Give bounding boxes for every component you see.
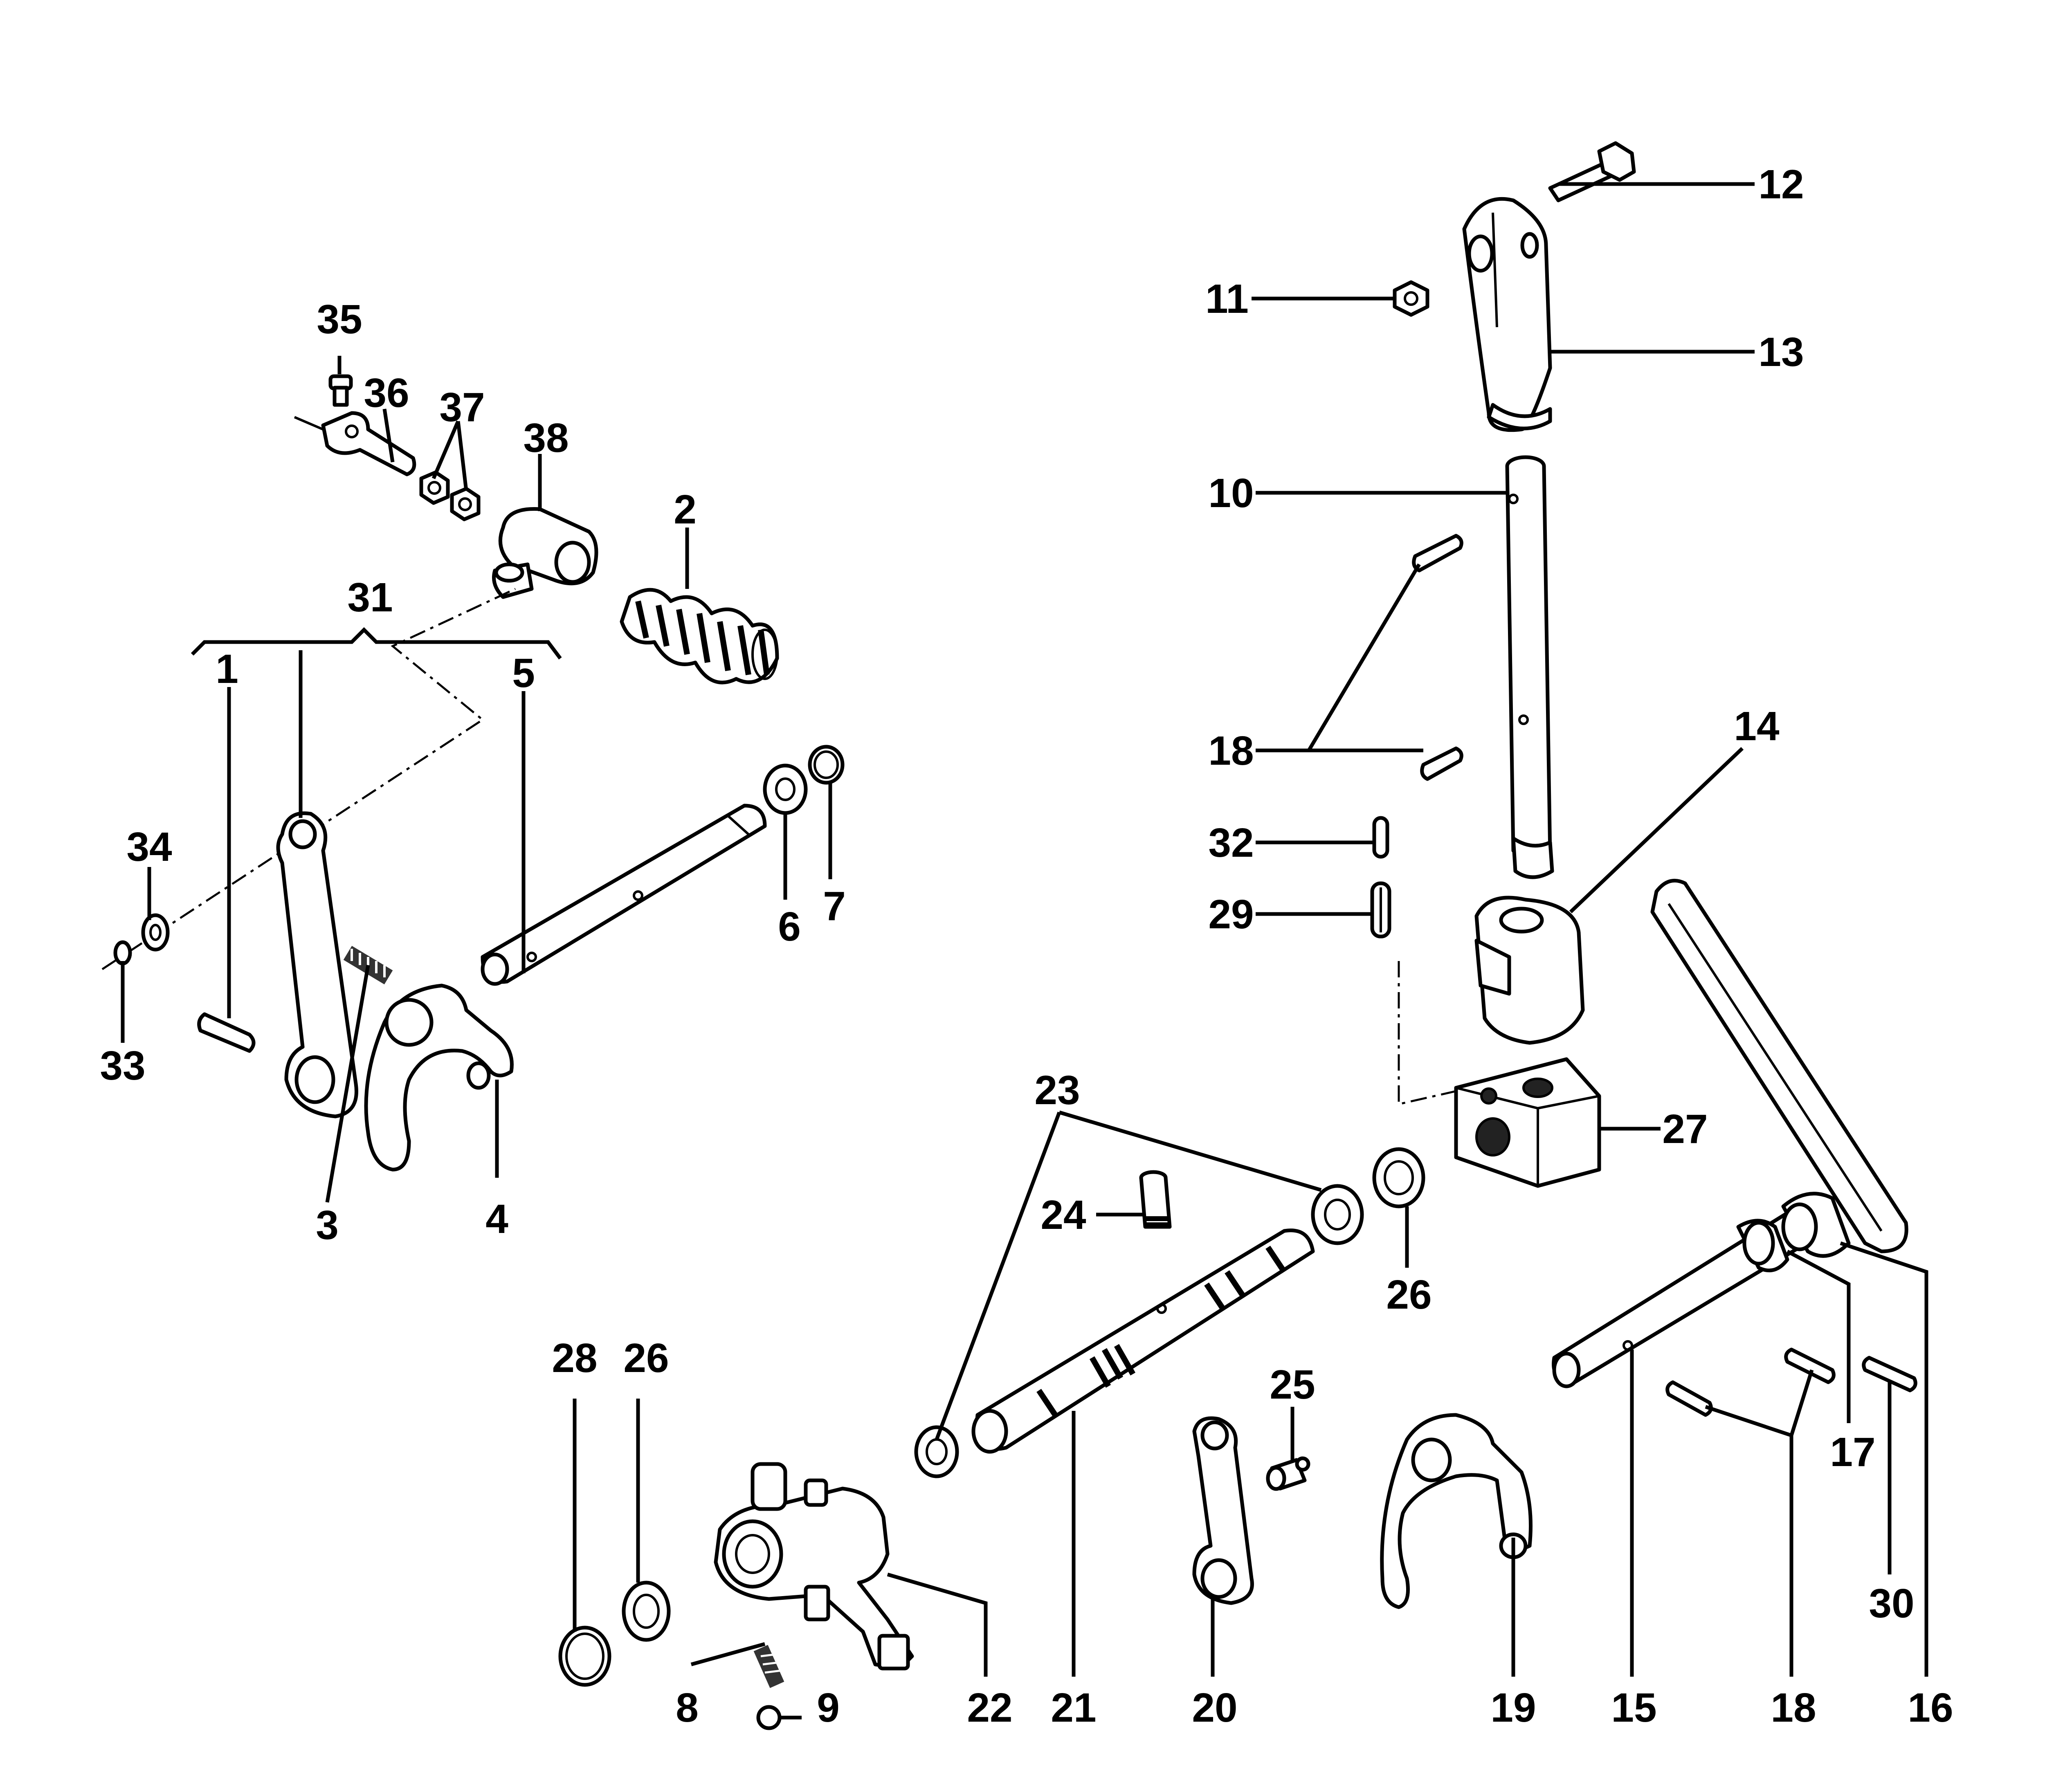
label-12: 12 (1758, 162, 1804, 207)
part-5-shaft (481, 804, 767, 986)
part-18-pin-lower (1420, 746, 1463, 781)
label-11: 11 (1205, 276, 1249, 322)
label-20: 20 (1192, 1685, 1237, 1731)
label-17: 17 (1830, 1429, 1875, 1475)
part-6-washer (763, 764, 808, 815)
label-32: 32 (1208, 820, 1254, 866)
part-13-clevis (1462, 197, 1552, 432)
label-34: 34 (126, 824, 172, 870)
part-2-spring (620, 588, 779, 685)
label-33: 33 (100, 1043, 145, 1089)
part-32-pin (1372, 816, 1389, 859)
label-29: 29 (1208, 892, 1254, 937)
part-11-nut (1393, 280, 1429, 317)
label-25: 25 (1270, 1362, 1315, 1408)
label-38: 38 (523, 415, 569, 461)
label-26a: 26 (623, 1335, 669, 1381)
part-labels: 35 36 37 38 2 31 1 5 34 33 6 7 3 4 12 11… (100, 162, 1953, 1731)
part-29-roll-pin (1370, 881, 1391, 939)
label-36: 36 (364, 370, 409, 416)
label-30: 30 (1869, 1581, 1914, 1626)
label-7: 7 (823, 883, 846, 929)
part-37-nuts (419, 470, 481, 521)
part-27-block (1454, 1057, 1601, 1188)
part-36-pin (294, 411, 416, 476)
label-1: 1 (216, 646, 238, 692)
part-34-washer (141, 913, 170, 952)
label-22: 22 (967, 1685, 1012, 1731)
bracket-31 (191, 627, 562, 660)
part-26-washer-left (622, 1581, 671, 1642)
part-14-boss (1474, 896, 1585, 1045)
part-16-lever (1650, 878, 1908, 1253)
part-23-washer-right (1311, 1184, 1364, 1245)
part-16-collar (1781, 1192, 1851, 1258)
label-8: 8 (676, 1685, 699, 1731)
label-19: 19 (1490, 1685, 1536, 1731)
label-31: 31 (347, 575, 393, 620)
label-15: 15 (1611, 1685, 1656, 1731)
part-20-link-arm (1192, 1416, 1254, 1605)
part-18-pin-right-b (1665, 1380, 1713, 1417)
label-24: 24 (1040, 1192, 1086, 1238)
part-1-pin (197, 1012, 256, 1053)
part-28-circlip (558, 1626, 611, 1687)
part-22-shift-fork (714, 1462, 914, 1671)
part-8-spring (753, 1645, 784, 1688)
label-10: 10 (1208, 470, 1254, 516)
label-23: 23 (1034, 1067, 1080, 1113)
label-6: 6 (778, 904, 801, 950)
label-18b: 18 (1771, 1685, 1816, 1731)
part-33-circlip (113, 940, 132, 966)
part-35-bolt (328, 374, 353, 407)
label-28: 28 (552, 1335, 597, 1381)
part-19-shift-fork (1380, 1413, 1533, 1609)
label-27: 27 (1662, 1106, 1708, 1152)
part-17-collar (1736, 1219, 1789, 1273)
part-25-detent (1266, 1456, 1310, 1491)
label-37: 37 (439, 384, 485, 430)
label-35: 35 (317, 296, 362, 342)
part-21-selector-shaft (971, 1228, 1315, 1454)
label-18a: 18 (1208, 728, 1254, 774)
part-7-circlip (808, 745, 845, 785)
label-26b: 26 (1386, 1272, 1432, 1318)
label-2: 2 (674, 487, 697, 532)
leader-lines (121, 182, 1928, 1720)
label-13: 13 (1758, 329, 1804, 375)
label-5: 5 (512, 650, 535, 696)
label-3: 3 (316, 1202, 339, 1248)
part-18-pin-right-a (1784, 1347, 1836, 1384)
label-21: 21 (1051, 1685, 1096, 1731)
part-30-pin (1862, 1356, 1917, 1392)
label-9: 9 (817, 1685, 840, 1731)
label-16: 16 (1908, 1685, 1953, 1731)
part-31-lever-arm (276, 811, 358, 1118)
part-18-pin-upper (1412, 534, 1463, 573)
part-10-shaft (1505, 455, 1554, 879)
part-24-screw (1139, 1170, 1172, 1229)
label-4: 4 (485, 1196, 508, 1242)
label-14: 14 (1734, 703, 1780, 749)
part-9-ball (756, 1705, 782, 1730)
part-12-bolt (1548, 141, 1636, 202)
part-38-bracket (492, 507, 598, 599)
part-4-shift-fork (364, 984, 514, 1172)
part-26-washer-right (1372, 1147, 1425, 1208)
